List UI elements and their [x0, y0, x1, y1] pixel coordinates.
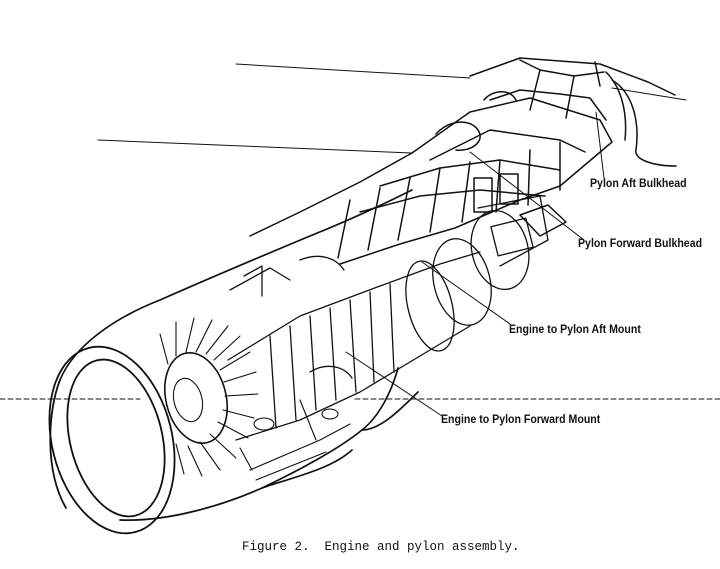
engine-core [227, 195, 549, 441]
callout-engine-to-pylon-aft-mount: Engine to Pylon Aft Mount [509, 324, 641, 336]
fan-section [159, 317, 259, 477]
engine-accessories [239, 399, 351, 481]
scan-lines [0, 63, 720, 400]
figure-caption: Figure 2. Engine and pylon assembly. [242, 540, 520, 554]
engine-inlet [48, 345, 176, 535]
callout-pylon-aft-bulkhead: Pylon Aft Bulkhead [590, 178, 687, 190]
pylon-structure [249, 91, 613, 265]
wing-section [469, 57, 677, 167]
fan-blades [159, 317, 259, 477]
callout-engine-to-pylon-forward-mount: Engine to Pylon Forward Mount [441, 414, 601, 426]
callout-pylon-forward-bulkhead: Pylon Forward Bulkhead [578, 238, 703, 250]
leader-lines [345, 111, 605, 417]
nacelle-cowling [59, 189, 419, 521]
